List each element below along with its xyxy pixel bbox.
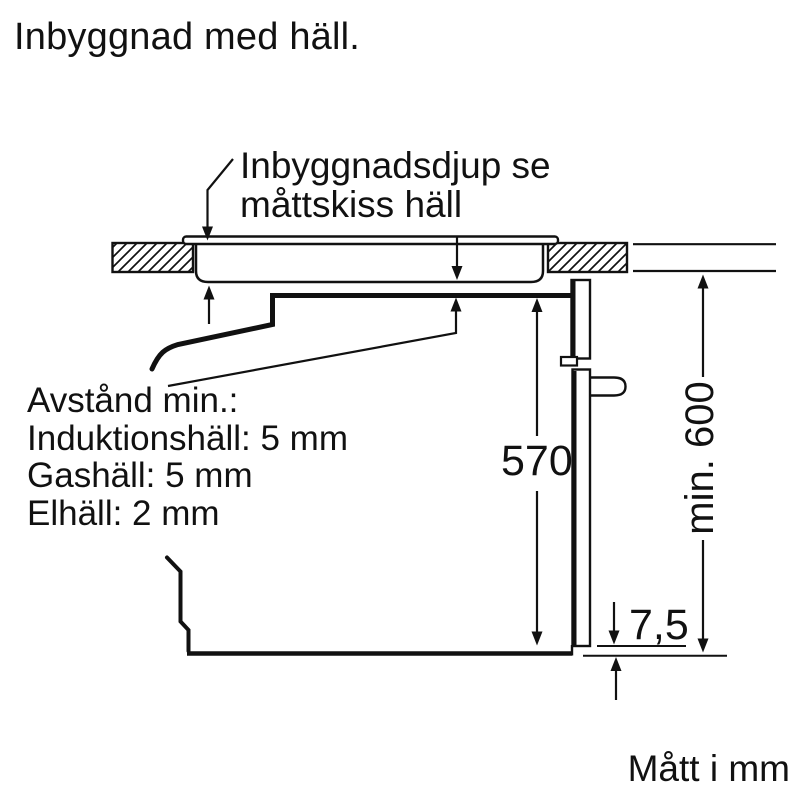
hob-depth-label: Inbyggnadsdjup se måttskiss häll xyxy=(240,146,551,224)
arrow-down xyxy=(608,630,620,645)
countertop-continuation xyxy=(633,243,776,273)
clearance-note-line1: Avstånd min.: xyxy=(27,381,239,420)
dim-min600-line xyxy=(697,274,709,653)
arrow-down xyxy=(202,226,213,241)
arrow-down xyxy=(451,266,463,280)
clearance-note-line4: Elhäll: 2 mm xyxy=(27,493,220,533)
clearance-leader xyxy=(167,297,462,388)
clearance-note: Avstånd min.: Induktionshäll: 5 mm Gashä… xyxy=(27,382,348,532)
countertop-right-section xyxy=(546,241,629,274)
arrow-up xyxy=(531,298,543,312)
hob-depth-label-line2: måttskiss häll xyxy=(240,184,463,225)
arrow-down xyxy=(697,638,709,653)
arrow-down xyxy=(531,631,543,646)
hob-tray xyxy=(194,239,545,284)
oven-left-outline xyxy=(165,555,574,656)
oven-top-profile xyxy=(149,293,574,372)
countertop-left-section xyxy=(111,241,195,274)
arrow-up xyxy=(450,297,462,312)
clearance-note-line3: Gashäll: 5 mm xyxy=(27,456,253,495)
hob xyxy=(181,235,560,284)
trim-lip xyxy=(559,355,579,367)
arrow-up xyxy=(610,657,622,671)
dim-door-offset: 7,5 xyxy=(629,601,689,649)
clearance-gap-arrow xyxy=(203,285,215,324)
page-title: Inbyggnad med häll. xyxy=(14,16,361,58)
arrow-up xyxy=(203,285,215,300)
hob-label-leader xyxy=(202,158,234,241)
oven-front xyxy=(559,278,627,648)
arrow-up xyxy=(697,274,709,289)
hob-top-lip xyxy=(181,235,560,246)
oven-handle xyxy=(590,376,627,397)
hob-depth-arrow xyxy=(451,237,463,280)
clearance-note-line2: Induktionshäll: 5 mm xyxy=(27,418,348,458)
dim-oven-height: 570 xyxy=(501,437,573,485)
units-note: Mått i mm xyxy=(627,748,790,789)
dim-niche-height: min. 600 xyxy=(678,381,722,535)
dim-570-line xyxy=(531,298,543,646)
dim-75-lines xyxy=(583,602,727,700)
hob-depth-label-line1: Inbyggnadsdjup se xyxy=(240,145,551,186)
